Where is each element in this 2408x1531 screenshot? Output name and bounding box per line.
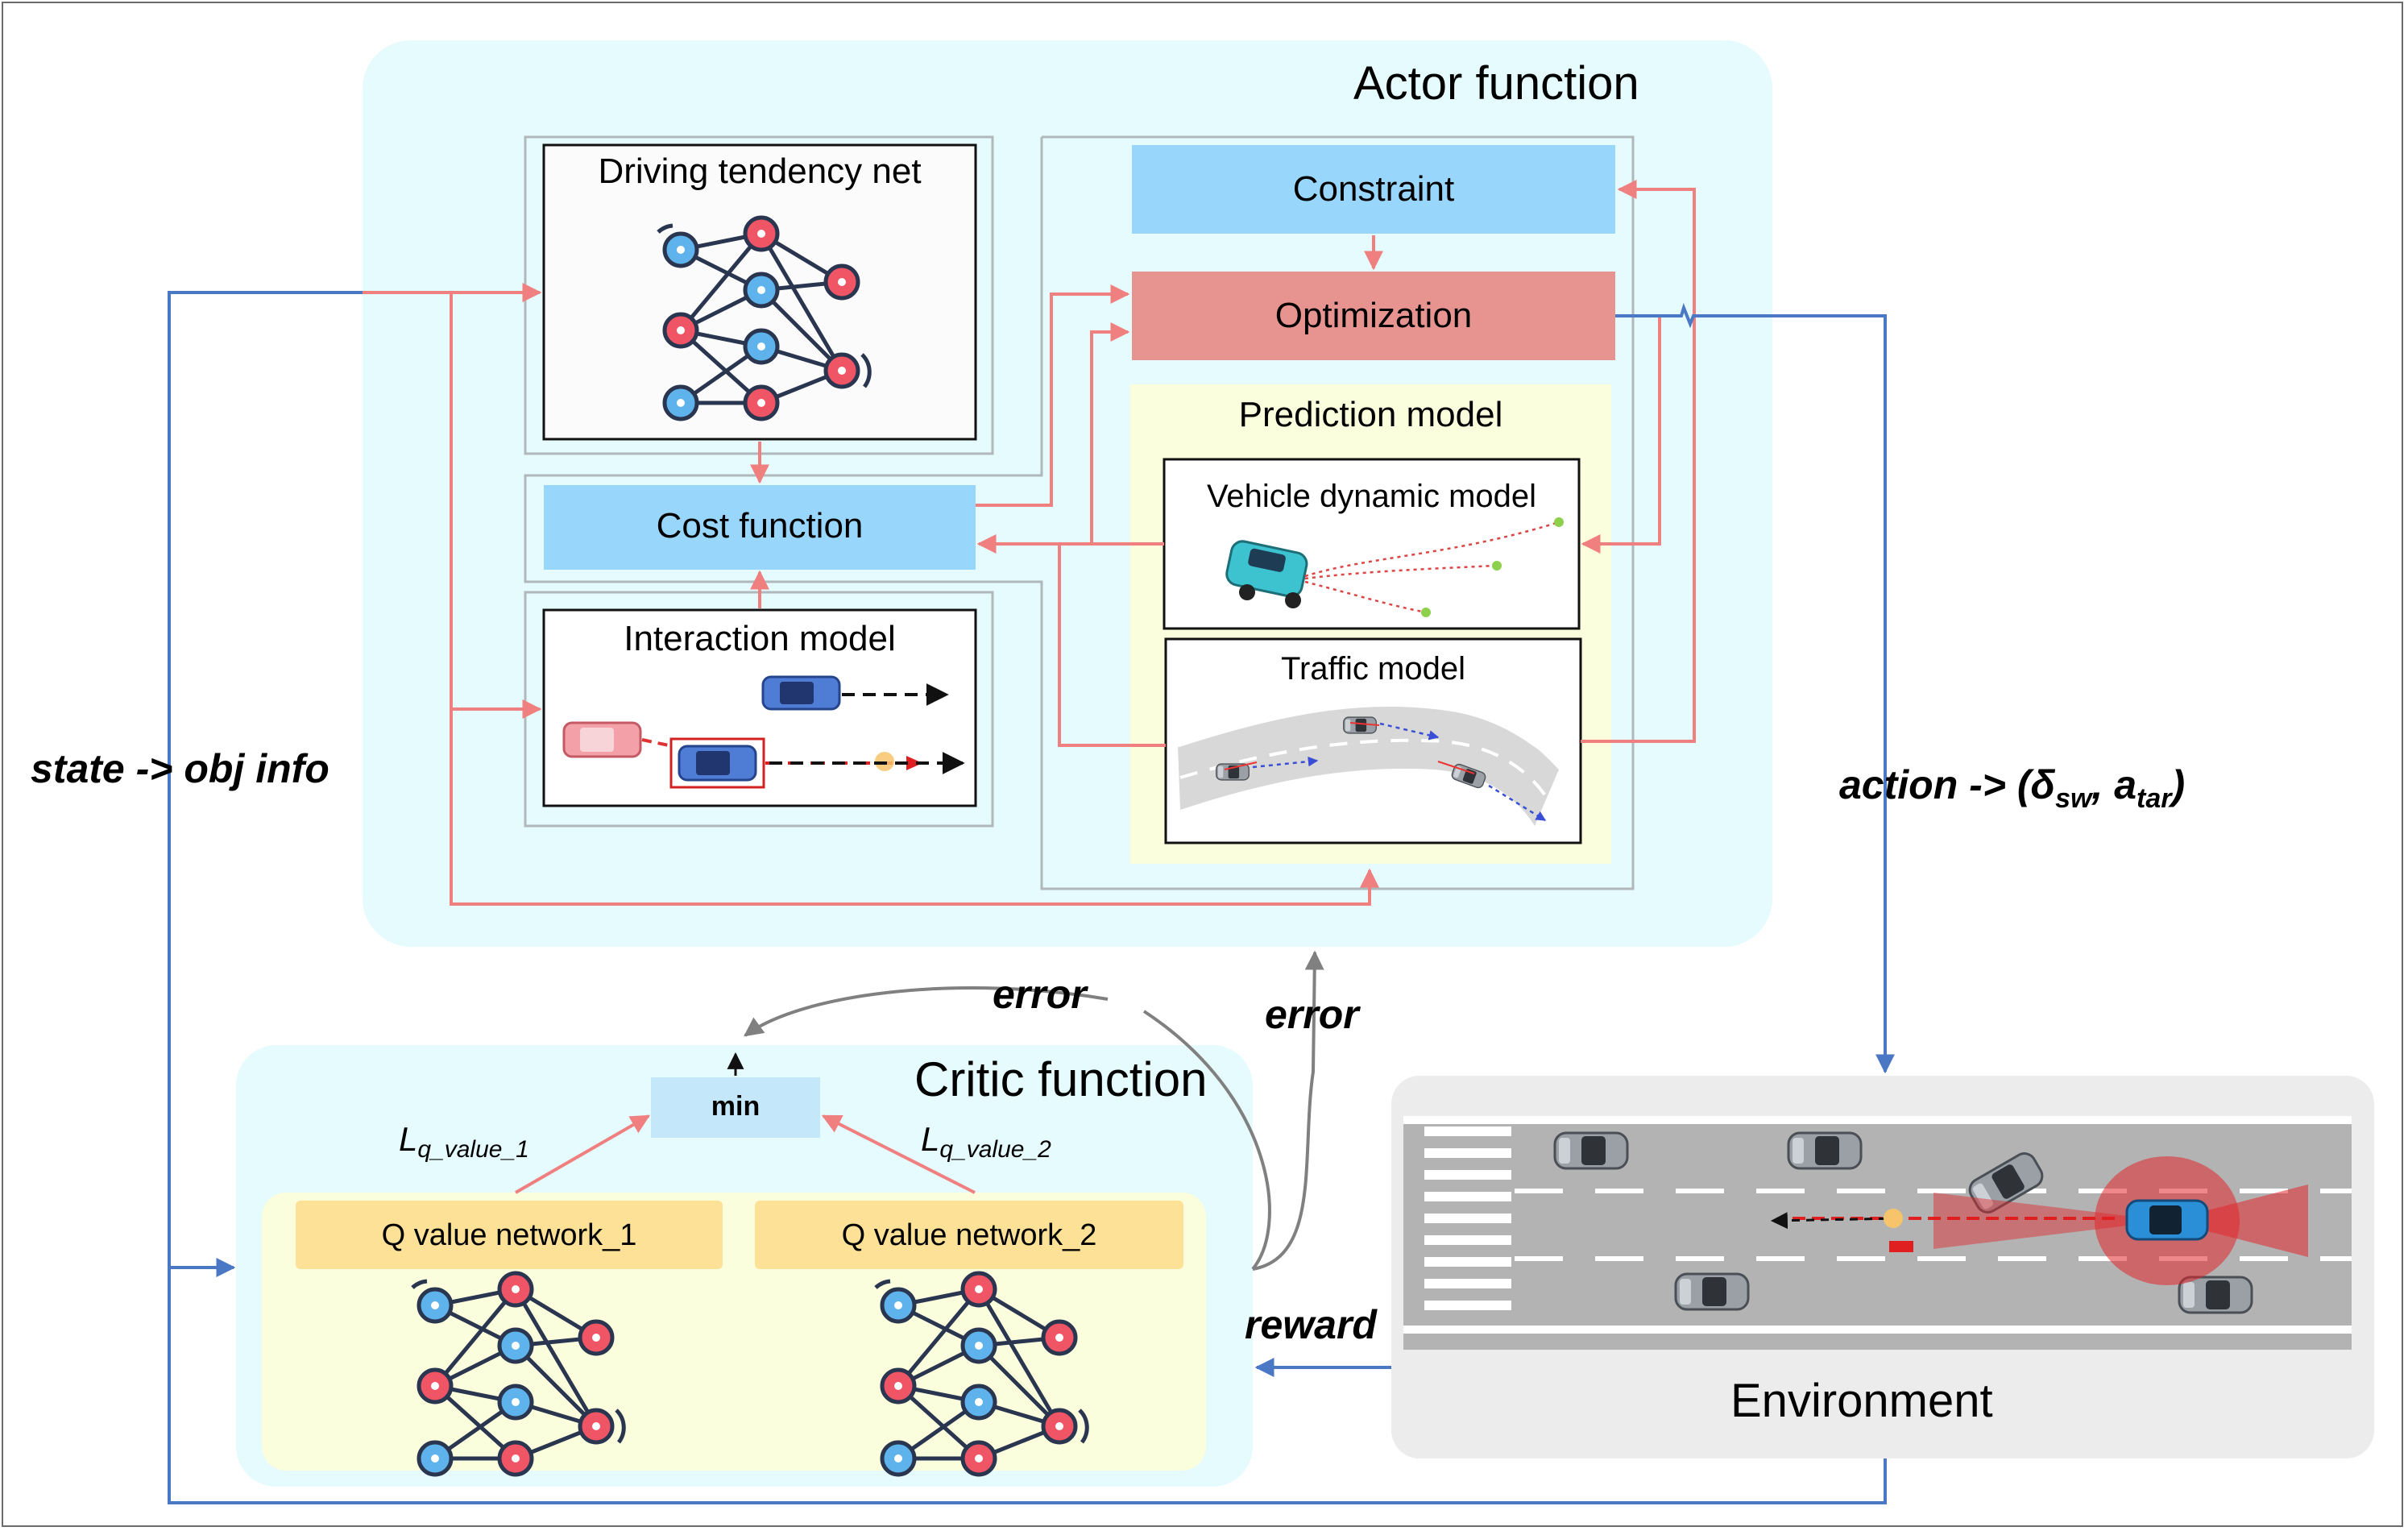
cost-function-box (544, 485, 976, 570)
interaction-model-label: Interaction model (624, 619, 896, 658)
q1-box (296, 1201, 723, 1269)
reward-label: reward (1245, 1302, 1377, 1347)
action-a: a (2114, 762, 2137, 807)
action-prefix: action -> ( (1839, 762, 2031, 807)
action-suffix: ) (2171, 762, 2186, 807)
cost-function-label: Cost function (656, 506, 864, 546)
critic-title: Critic function (914, 1052, 1208, 1106)
action-sep: , (2091, 762, 2115, 807)
opt-group-outline (524, 135, 1635, 890)
q2-box (755, 1201, 1183, 1269)
error-label-2: error (1265, 992, 1359, 1037)
optimization-box (1132, 272, 1615, 360)
road-icon (1177, 702, 1573, 826)
ego-highlight (669, 737, 765, 789)
optimization-label: Optimization (1274, 296, 1473, 335)
car-icon (1225, 540, 1308, 608)
loss-1-symbol: L (399, 1120, 418, 1158)
state-label: state -> obj info (31, 746, 329, 791)
vehicle-dynamic-label: Vehicle dynamic model (1206, 479, 1537, 514)
environment-title: Environment (1730, 1375, 1993, 1427)
vehicle-dynamic-box (1163, 458, 1581, 630)
min-label: min (711, 1091, 761, 1122)
actor-title: Actor function (1353, 57, 1639, 110)
constraint-label: Constraint (1292, 169, 1455, 209)
loss-2-label: Lq_value_2 (921, 1120, 1051, 1164)
action-label: action -> (δsw, atar) (1839, 761, 2185, 815)
min-box (651, 1077, 820, 1138)
loss-1-sub: q_value_1 (417, 1135, 529, 1163)
action-delta: δ (2030, 762, 2056, 807)
interaction-model-box (542, 608, 977, 807)
loss-2-symbol: L (921, 1120, 940, 1158)
error-label-1: error (993, 972, 1087, 1017)
road-scene-image (1403, 1116, 2352, 1350)
loss-2-sub: q_value_2 (939, 1135, 1051, 1163)
constraint-box (1132, 145, 1615, 234)
q2-label: Q value network_2 (841, 1218, 1097, 1252)
interaction-scene (562, 675, 965, 789)
prediction-model-label: Prediction model (1238, 395, 1503, 434)
action-delta-sub: sw (2055, 783, 2092, 814)
loss-1-label: Lq_value_1 (399, 1120, 529, 1164)
driving-tendency-label: Driving tendency net (598, 151, 922, 191)
q1-label: Q value network_1 (381, 1218, 637, 1252)
traffic-model-label: Traffic model (1281, 651, 1465, 687)
action-a-sub: tar (2137, 783, 2172, 814)
